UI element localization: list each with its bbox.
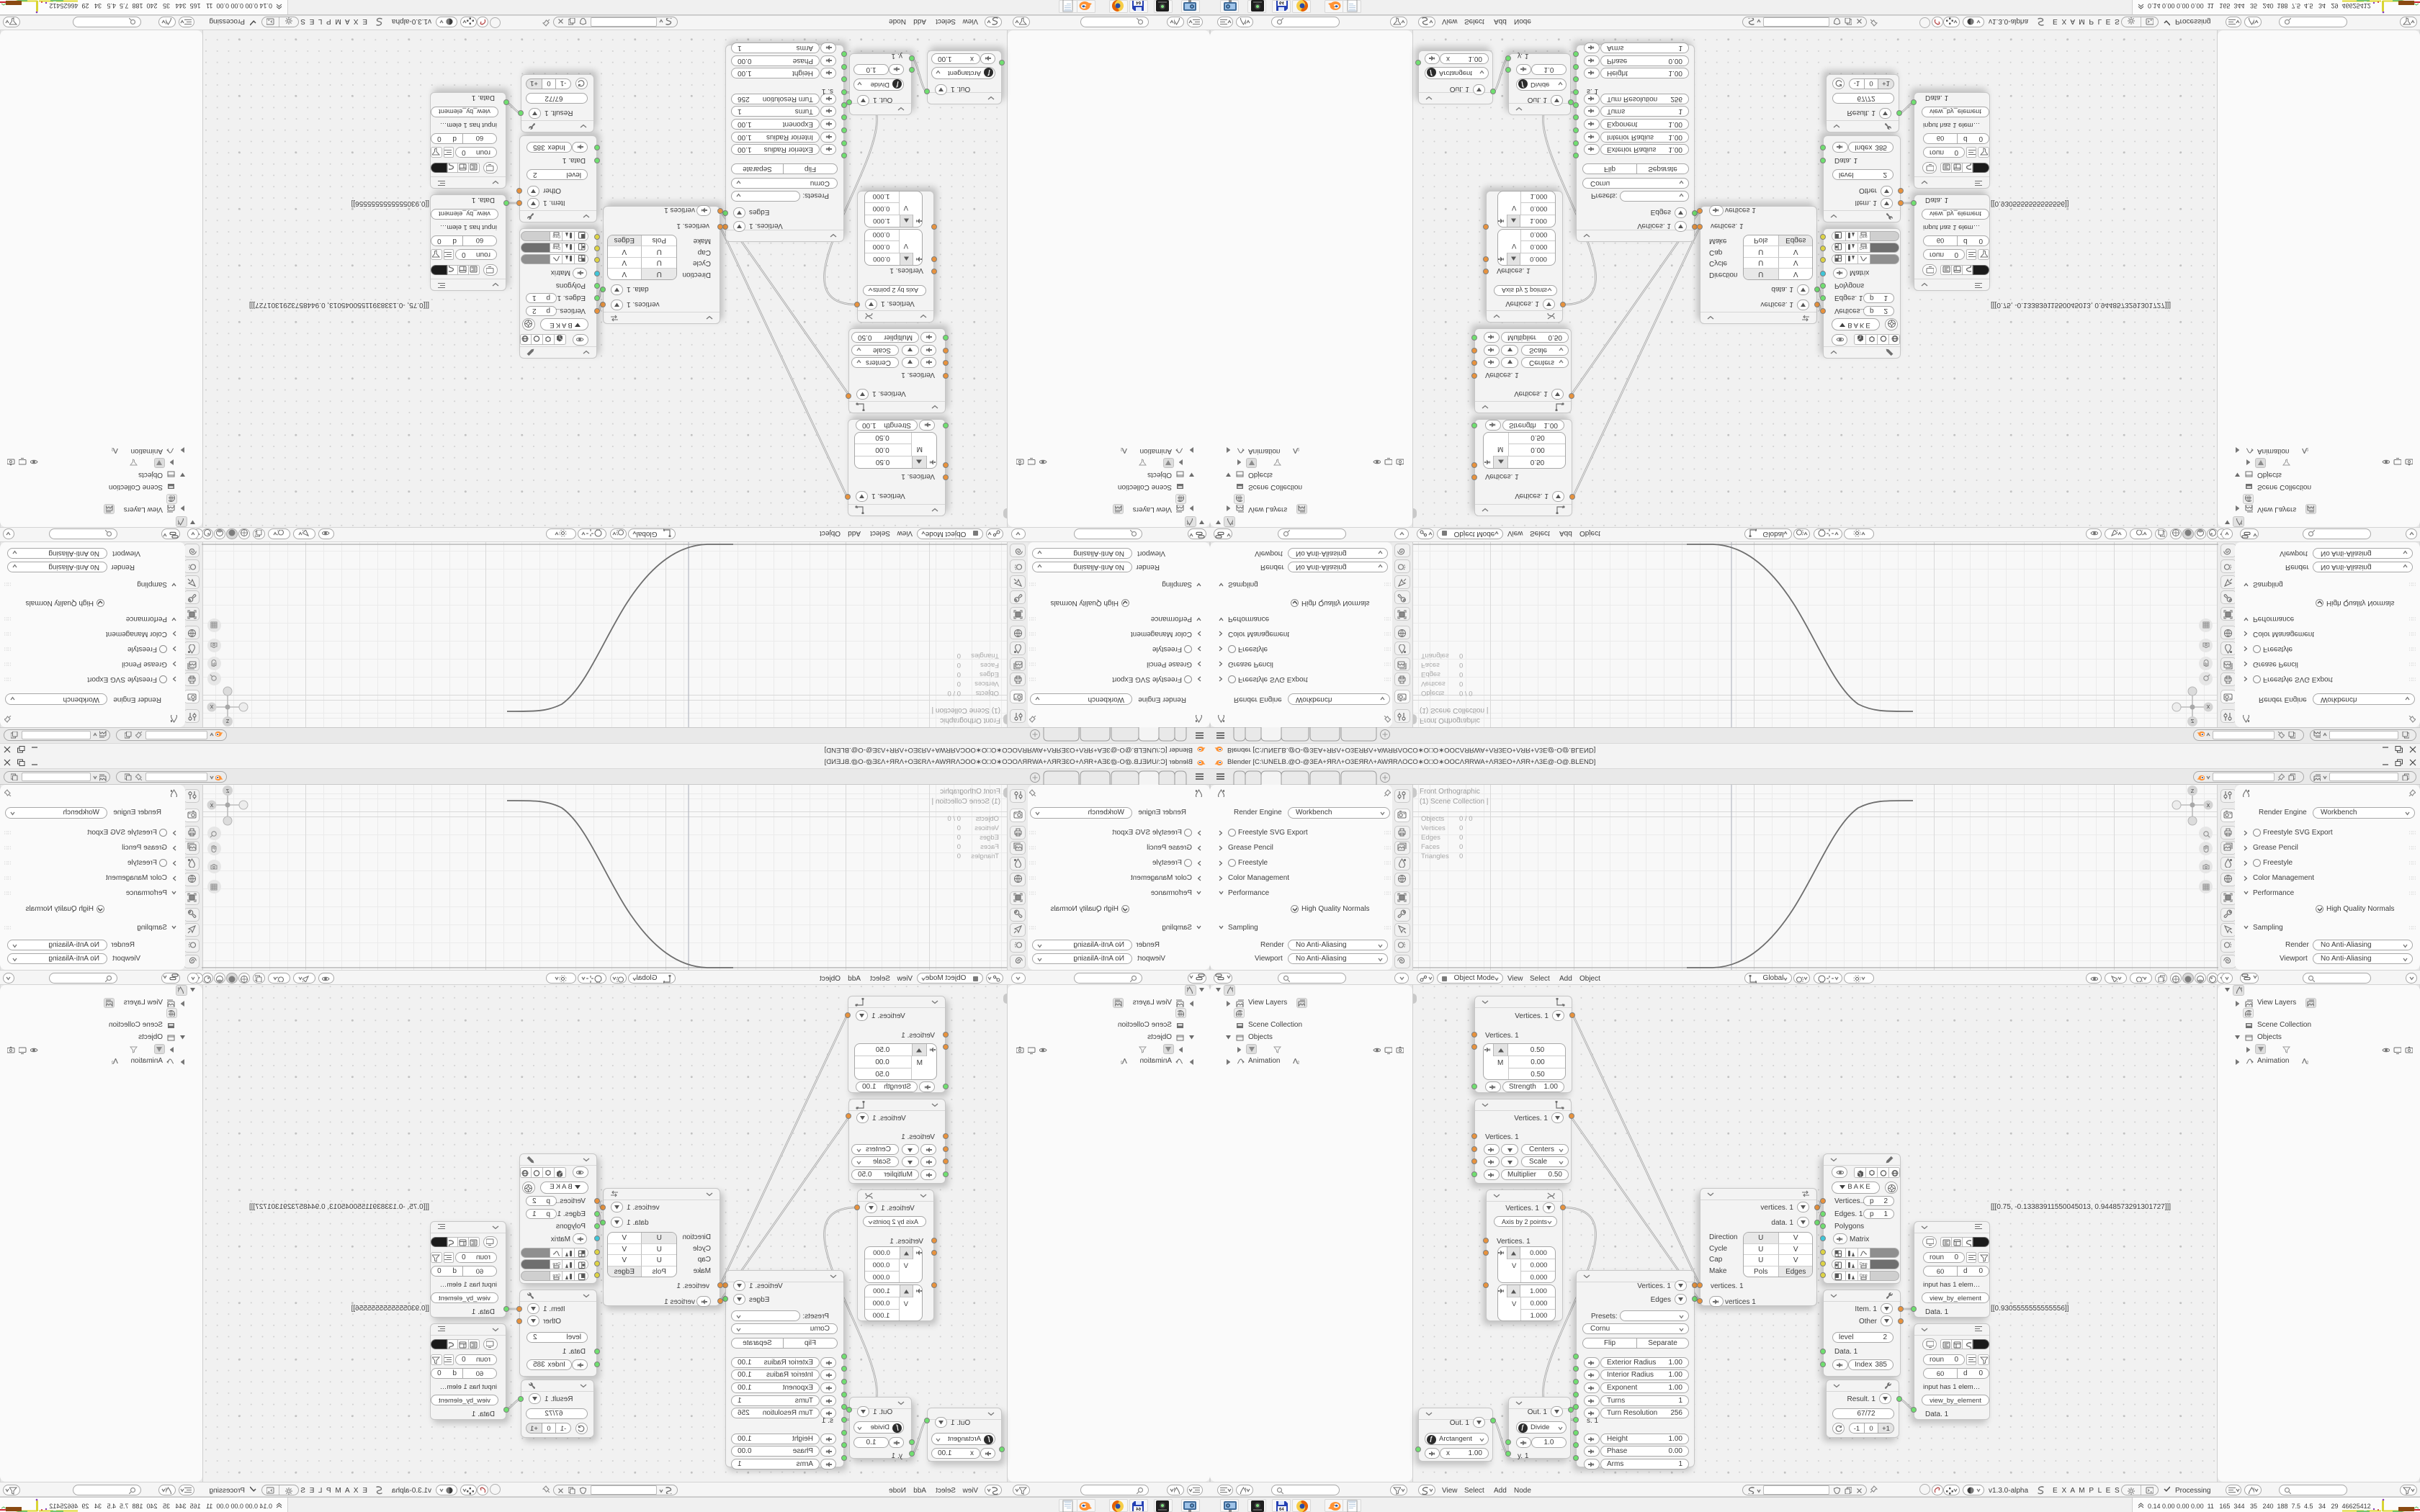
svg-text:Z: Z <box>225 718 229 723</box>
svg-text:X: X <box>210 804 213 809</box>
svg-text:2: 2 <box>2306 1061 2309 1065</box>
svg-text:Dmg: Dmg <box>552 1262 560 1266</box>
svg-text:2: 2 <box>111 447 114 451</box>
svg-text:2: 2 <box>1120 447 1123 451</box>
svg-text:Z: Z <box>225 789 229 794</box>
svg-text:64: 64 <box>1279 0 1284 4</box>
svg-text:Dmg: Dmg <box>1860 1262 1868 1266</box>
svg-text:2: 2 <box>1120 1061 1123 1065</box>
svg-text:2: 2 <box>1297 447 1300 451</box>
svg-text:2: 2 <box>1297 1061 1300 1065</box>
svg-text:Dmg: Dmg <box>552 1274 560 1278</box>
svg-text:Dmg: Dmg <box>1860 246 1868 250</box>
svg-text:Dmg: Dmg <box>552 246 560 250</box>
svg-text:Dmg: Dmg <box>1860 1274 1868 1278</box>
svg-text:2: 2 <box>111 1061 114 1065</box>
svg-text:64: 64 <box>1279 1508 1284 1512</box>
svg-text:X: X <box>2207 703 2210 708</box>
svg-text:X: X <box>2207 804 2210 809</box>
svg-text:2: 2 <box>2306 447 2309 451</box>
svg-text:Dmg: Dmg <box>1860 234 1868 238</box>
svg-text:64: 64 <box>1136 1508 1141 1512</box>
svg-text:Z: Z <box>2191 718 2195 723</box>
svg-text:64: 64 <box>1136 0 1141 4</box>
svg-text:Z: Z <box>2191 789 2195 794</box>
svg-text:Dmg: Dmg <box>552 234 560 238</box>
svg-text:X: X <box>210 703 213 708</box>
